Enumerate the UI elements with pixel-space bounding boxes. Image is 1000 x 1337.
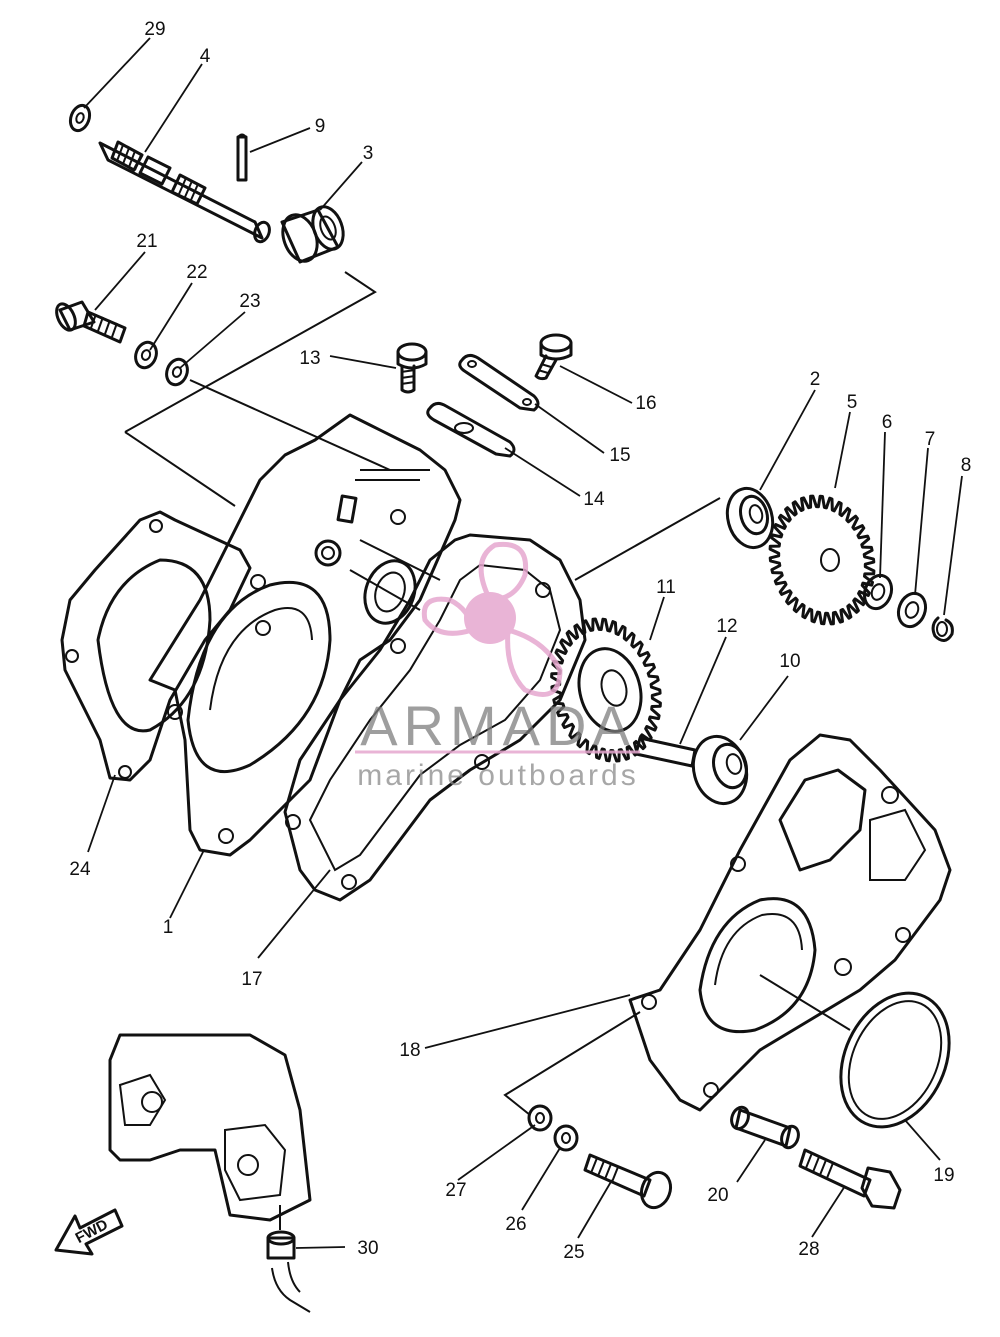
callout-23: 23 — [239, 291, 260, 312]
callout-26: 26 — [505, 1214, 526, 1235]
callout-8: 8 — [961, 455, 972, 476]
callout-12: 12 — [716, 616, 737, 637]
part-19-o-ring — [839, 991, 951, 1129]
part-6-washer — [862, 573, 894, 611]
callout-17: 17 — [241, 969, 262, 990]
part-27-washer — [527, 1104, 553, 1132]
part-21-bolt — [55, 300, 127, 344]
part-20-collar — [730, 1105, 800, 1150]
part-1-housing — [148, 413, 462, 857]
part-5-gear — [768, 494, 876, 626]
part-2-bearing — [725, 486, 775, 550]
part-9-pin — [236, 133, 248, 182]
part-30-fitting — [266, 1230, 311, 1313]
part-29-washer — [68, 103, 92, 133]
callout-13: 13 — [299, 348, 320, 369]
part-11-gear — [550, 617, 662, 763]
callout-19: 19 — [933, 1165, 954, 1186]
callout-16: 16 — [635, 393, 656, 414]
propeller-logo-icon — [421, 541, 563, 697]
callout-24: 24 — [69, 859, 91, 880]
callout-29: 29 — [144, 19, 165, 40]
callout-1: 1 — [163, 917, 174, 938]
armada-watermark: ARMADA marine outboards — [355, 541, 640, 792]
part-25-bolt — [583, 1153, 673, 1210]
inset-bracket — [108, 1033, 312, 1230]
callout-27: 27 — [445, 1180, 466, 1201]
callout-numbers: 29 4 9 3 21 22 23 13 16 15 14 2 5 6 7 8 … — [69, 19, 971, 1263]
callout-20: 20 — [707, 1185, 728, 1206]
watermark-subtitle: marine outboards — [357, 759, 638, 792]
part-28-bolt — [798, 1148, 902, 1210]
callout-22: 22 — [186, 262, 207, 283]
part-14-gasket — [426, 401, 516, 458]
part-3-bushing — [280, 205, 345, 264]
callout-15: 15 — [609, 445, 630, 466]
watermark-title: ARMADA — [360, 694, 636, 757]
callout-9: 9 — [315, 116, 326, 137]
leader-lines — [83, 37, 963, 1249]
callout-10: 10 — [779, 651, 800, 672]
callout-25: 25 — [563, 1242, 584, 1263]
part-12-shaft — [634, 736, 697, 768]
callout-30: 30 — [357, 1238, 378, 1259]
callout-7: 7 — [925, 429, 936, 450]
part-13-bolt — [396, 342, 428, 394]
callout-4: 4 — [200, 46, 211, 67]
callout-6: 6 — [882, 412, 893, 433]
callout-21: 21 — [136, 231, 157, 252]
callout-28: 28 — [798, 1239, 819, 1260]
part-26-washer — [553, 1124, 579, 1152]
fwd-arrow-icon: FWD — [54, 1208, 124, 1256]
part-16-bolt — [534, 333, 573, 381]
part-24-gasket — [60, 510, 252, 782]
part-22-washer — [134, 340, 158, 370]
part-23-washer — [165, 357, 189, 387]
callout-11: 11 — [656, 577, 676, 598]
part-4-shaft — [98, 140, 271, 244]
callout-3: 3 — [363, 143, 374, 164]
part-17-gasket — [283, 533, 587, 902]
part-8-clip — [931, 616, 954, 642]
callout-18: 18 — [399, 1040, 420, 1061]
callout-14: 14 — [583, 489, 605, 510]
part-15-plate — [458, 353, 540, 412]
callout-5: 5 — [847, 392, 858, 413]
part-10-bearing — [691, 734, 749, 806]
part-18-cover — [628, 733, 952, 1112]
part-7-washer — [896, 591, 928, 629]
callout-2: 2 — [810, 369, 821, 390]
